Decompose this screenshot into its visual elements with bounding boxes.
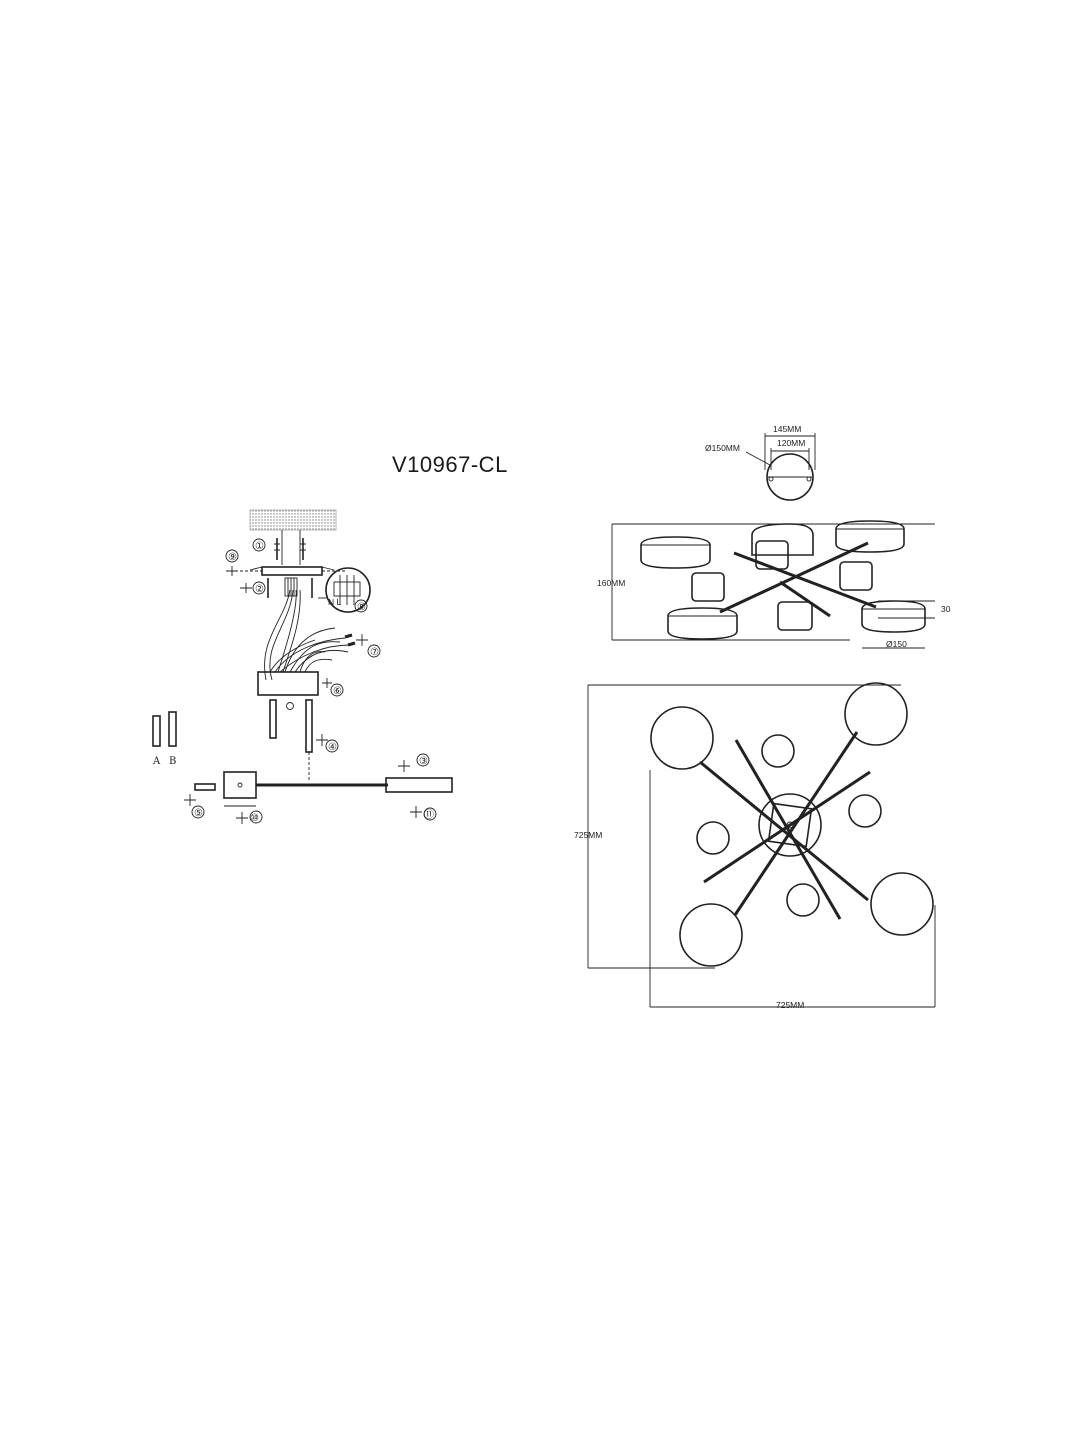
side-view [611,520,935,649]
screwdriver-icon [356,634,368,646]
canopy-diameter-label: Ø150MM [705,443,740,453]
canopy [257,671,319,696]
rod-right [305,699,313,753]
part-b-label: B [169,756,176,767]
top-small-shade [786,883,820,917]
shade-height-label: 30 [941,604,951,614]
model-title: V10967-CL [392,452,508,477]
step-7-label: ⑦ [370,647,379,658]
side-shade [667,607,738,640]
step-5-label: ⑤ [194,808,203,819]
side-shade [861,600,926,633]
top-view [587,682,936,1008]
screwdriver-icon [236,812,248,824]
canopy-detail [745,433,816,501]
mounting-bracket [240,566,345,576]
screwdriver-icon [226,566,238,576]
side-shade [640,536,711,569]
rod-left [269,699,277,739]
screwdriver-icon [184,794,196,806]
top-small-shade [696,821,730,855]
top-shade [650,706,714,770]
step-11-label: ⑪ [424,809,434,821]
step-8-label: ⑧ [357,602,366,613]
terminal-block [284,577,298,597]
top-shade [844,682,908,746]
top-height-label: 725MM [574,830,602,840]
step-9-label: ⑨ [228,552,237,563]
ceiling-screws [274,530,306,565]
ceiling [249,509,337,531]
step-6-label: ⑥ [333,686,342,697]
screwdriver-icon [322,678,332,688]
side-shade [835,520,905,553]
arm-assembly [194,771,453,807]
top-small-shade [761,734,795,768]
screwdriver-icon [398,760,410,772]
screwdriver-icon [316,734,328,746]
canopy-outer-width-label: 145MM [773,424,801,434]
assembly-diagram: ① ⑨ ② [152,509,453,824]
part-a-label: A [152,756,161,767]
part-a [152,715,161,747]
shade-diameter-label: Ø150 [886,639,907,649]
top-shade [679,903,743,967]
screwdriver-icon [240,583,252,593]
part-b [168,711,177,747]
side-height-label: 160MM [597,578,625,588]
top-shade [870,872,934,936]
step-1-label: ① [255,541,264,552]
step-4-label: ④ [328,742,337,753]
wires [264,589,351,681]
step-10-label: ⑩ [250,813,259,824]
screwdriver-icon [410,806,422,818]
top-small-shade [848,794,882,828]
wiring-detail [318,567,371,613]
wiring-nl-label: N L [328,597,342,607]
step-3-label: ③ [419,756,428,767]
top-width-label: 725MM [776,1000,804,1010]
step-2-label: ② [255,584,264,595]
canopy-inner-width-label: 120MM [777,438,805,448]
